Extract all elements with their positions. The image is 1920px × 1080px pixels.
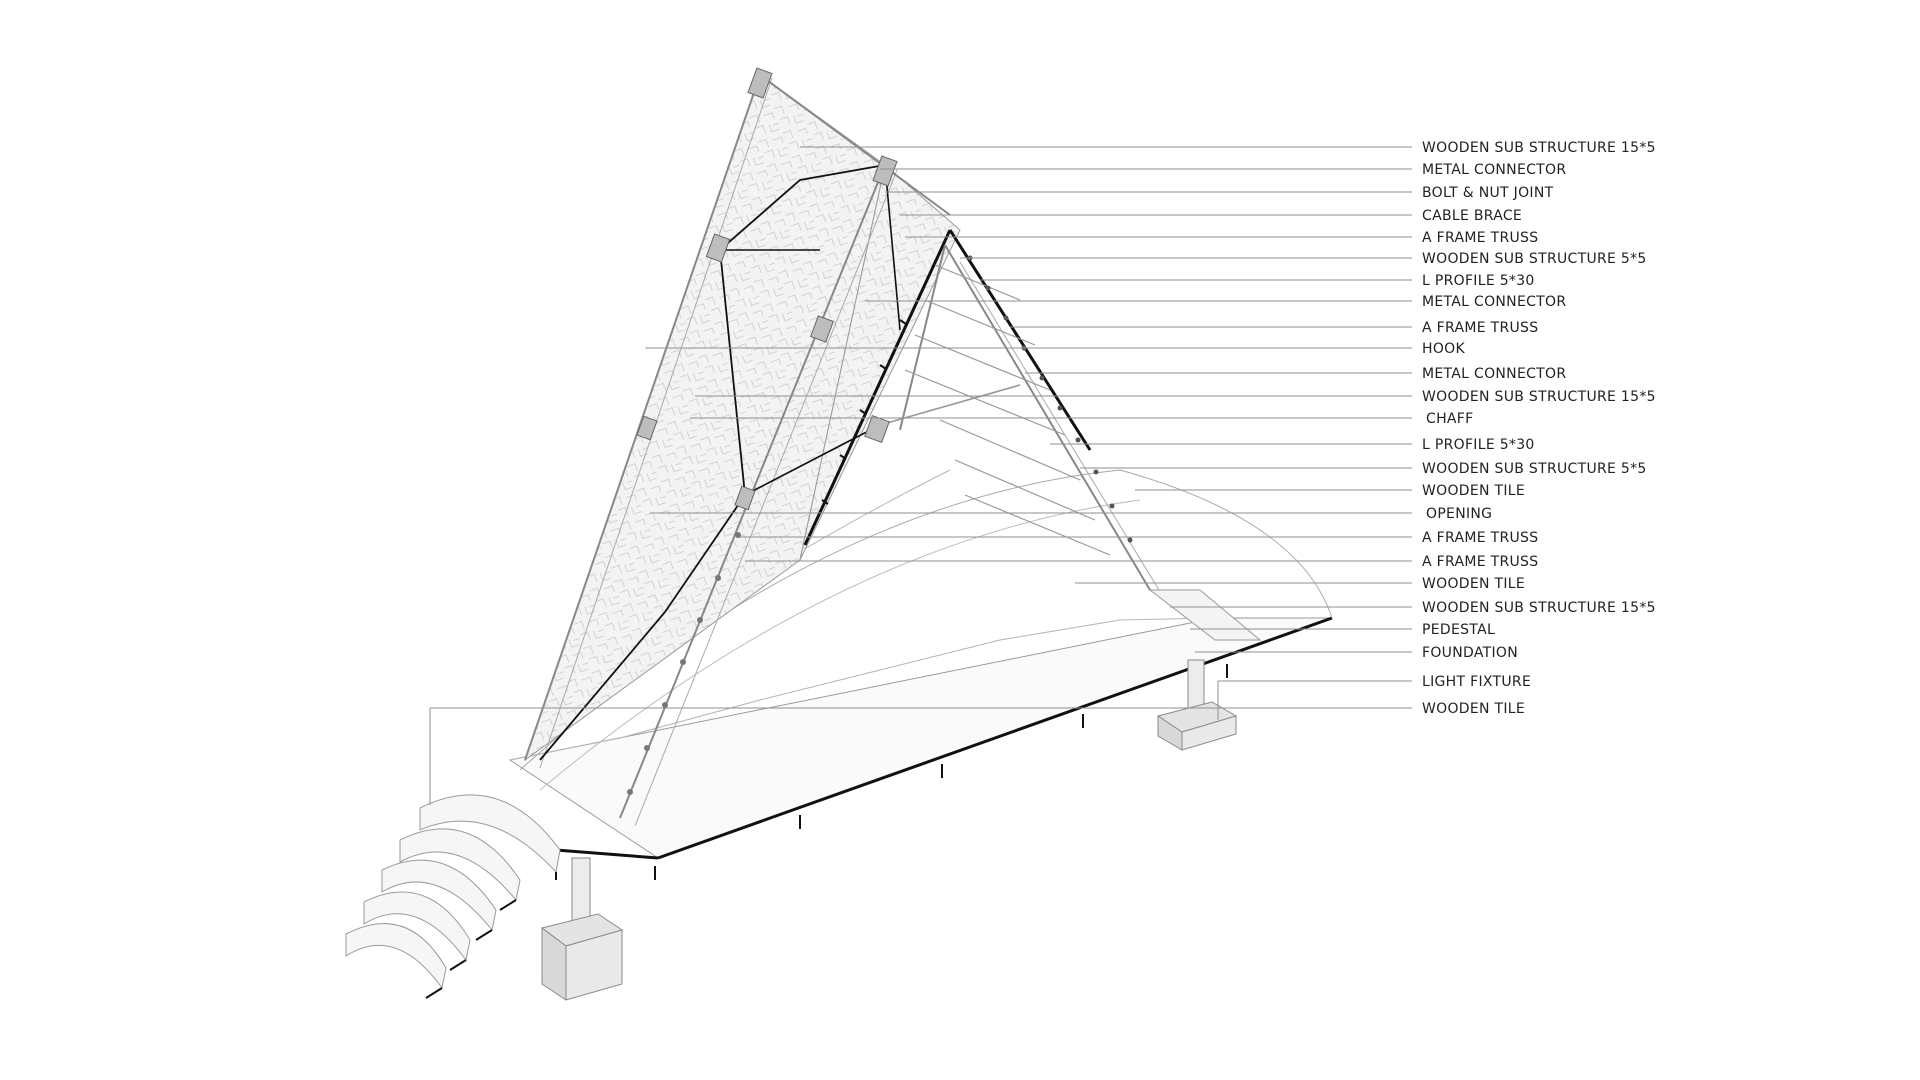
callout-label: A FRAME TRUSS <box>1422 230 1538 246</box>
callout-label: A FRAME TRUSS <box>1422 320 1538 336</box>
callout-label: FOUNDATION <box>1422 645 1518 661</box>
callout-label: CHAFF <box>1426 411 1474 427</box>
callout-label: HOOK <box>1422 341 1465 357</box>
callout-label: WOODEN SUB STRUCTURE 15*5 <box>1422 140 1656 156</box>
callout-label: WOODEN TILE <box>1422 576 1525 592</box>
callout-label: L PROFILE 5*30 <box>1422 437 1535 453</box>
callout-label: A FRAME TRUSS <box>1422 554 1538 570</box>
callout-label: METAL CONNECTOR <box>1422 162 1566 178</box>
callout-label: WOODEN SUB STRUCTURE 5*5 <box>1422 251 1647 267</box>
callout-label: L PROFILE 5*30 <box>1422 273 1535 289</box>
callout-label: PEDESTAL <box>1422 622 1495 638</box>
callout-label: OPENING <box>1426 506 1492 522</box>
callout-label: WOODEN TILE <box>1422 701 1525 717</box>
platform-deck <box>508 616 1333 880</box>
callout-label: WOODEN SUB STRUCTURE 15*5 <box>1422 600 1656 616</box>
callout-label: METAL CONNECTOR <box>1422 366 1566 382</box>
curved-stairs <box>345 794 561 999</box>
callout-label: LIGHT FIXTURE <box>1422 674 1531 690</box>
callout-label: METAL CONNECTOR <box>1422 294 1566 310</box>
callout-label: BOLT & NUT JOINT <box>1422 185 1554 201</box>
back-pedestal <box>1156 659 1238 751</box>
callout-label: A FRAME TRUSS <box>1422 530 1538 546</box>
callout-label: WOODEN TILE <box>1422 483 1525 499</box>
callout-label: WOODEN SUB STRUCTURE 5*5 <box>1422 461 1647 477</box>
front-pedestal <box>540 857 624 1001</box>
callout-label: CABLE BRACE <box>1422 208 1522 224</box>
callout-label: WOODEN SUB STRUCTURE 15*5 <box>1422 389 1656 405</box>
